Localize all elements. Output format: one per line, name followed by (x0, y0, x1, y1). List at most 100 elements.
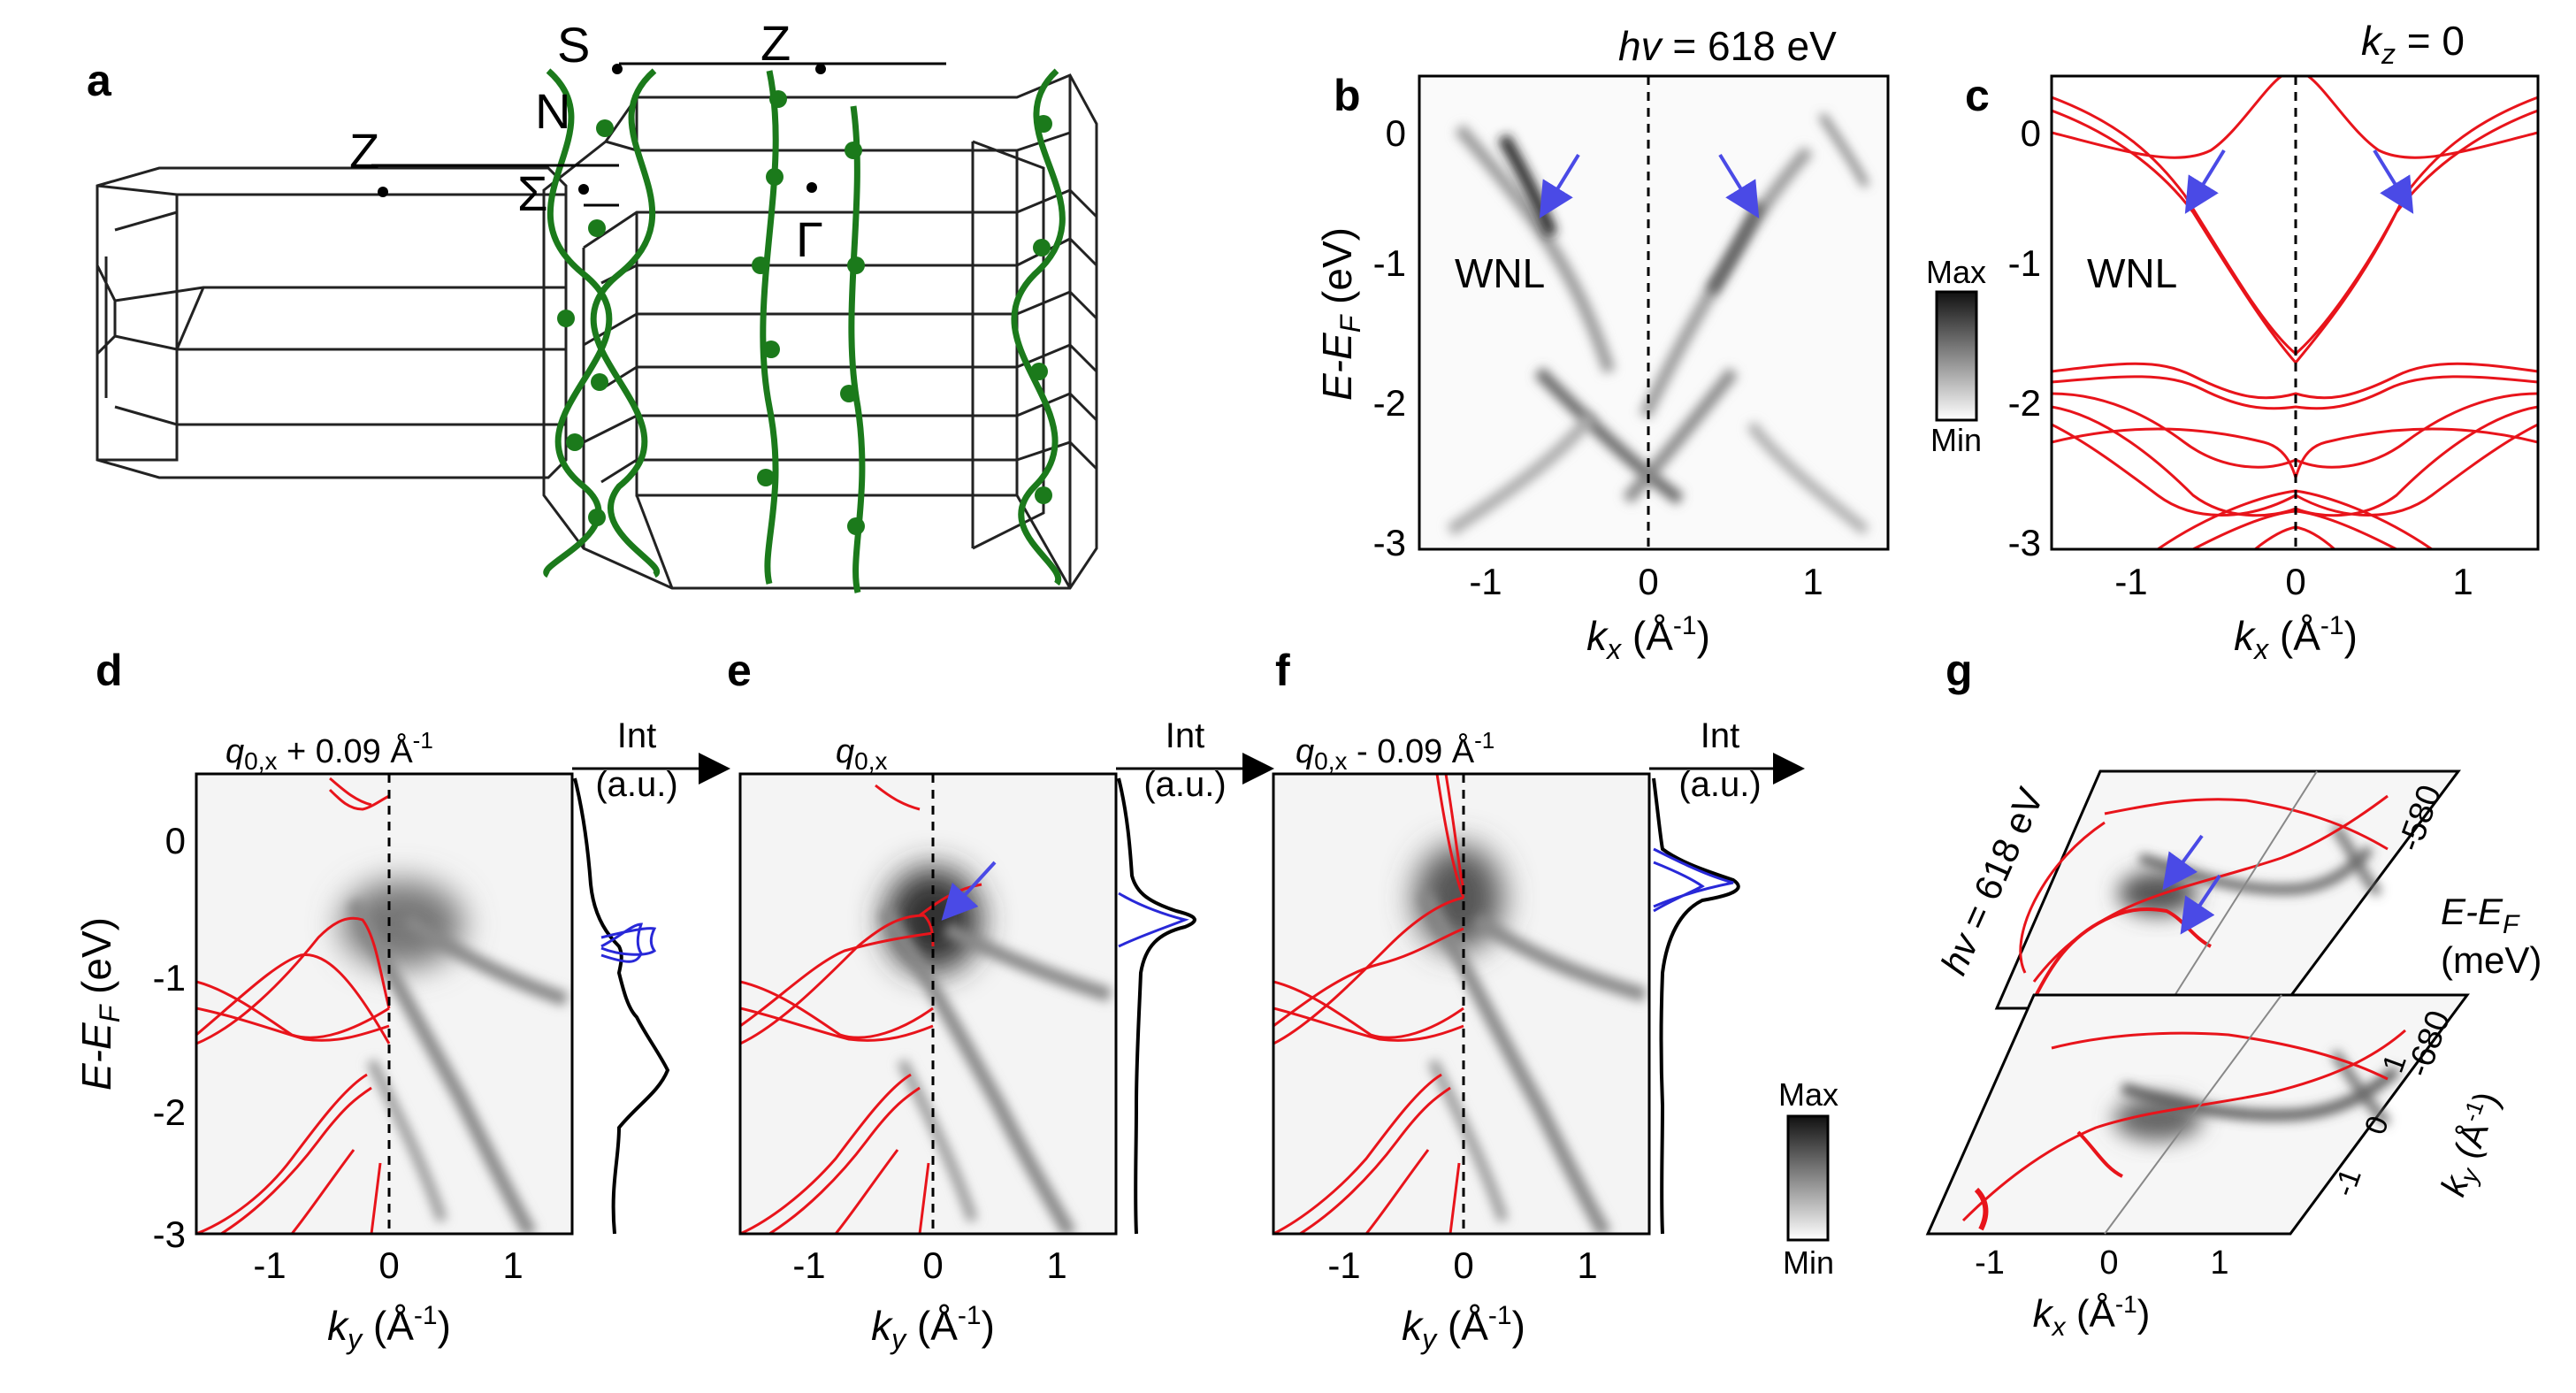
colorbar-top-max: Max (1926, 254, 1986, 290)
svg-text:1: 1 (2210, 1244, 2228, 1282)
svg-text:0: 0 (165, 820, 186, 861)
panel-d-intensity (196, 774, 572, 1234)
panel-b-xlabel: kx (Å-1) (1586, 611, 1710, 665)
panel-b-intensity (1419, 76, 1888, 549)
point-label-N: N (535, 83, 570, 139)
panel-e-intensity (740, 774, 1116, 1234)
panel-d-xlabel: ky (Å-1) (327, 1301, 451, 1355)
point-label-S: S (557, 17, 590, 73)
point-label-Z-top: Z (761, 15, 791, 71)
panel-f-intensity (1273, 774, 1649, 1234)
svg-text:-1: -1 (792, 1244, 825, 1286)
svg-text:-1: -1 (253, 1244, 286, 1286)
panel-f-edc: Int (a.u.) (1649, 716, 1805, 1235)
panel-c-xlabel: kx (Å-1) (2234, 611, 2358, 665)
panel-d-yticks: 0 -1 -2 -3 (153, 820, 186, 1255)
panel-d-calc-bands (196, 777, 391, 1234)
svg-text:-1: -1 (2008, 242, 2041, 284)
colorbar-top-min: Min (1930, 422, 1982, 458)
panel-b: WNL hv = 618 eV 0 -1 -2 -3 -1 0 1 kx (Å-… (1314, 23, 1890, 665)
svg-text:0: 0 (2021, 112, 2041, 154)
point-label-Z-left: Z (349, 123, 379, 179)
svg-text:1: 1 (1802, 561, 1823, 602)
panel-g-energy-unit: (meV) (2441, 939, 2542, 981)
panel-f: q0,x - 0.09 Å-1 Int (a.u.) -1 0 1 ky (Å-… (1272, 716, 1805, 1355)
panel-g-sheet-bottom (1925, 993, 2470, 1236)
colorbar-bottom-max: Max (1778, 1076, 1838, 1113)
panel-c-xticks: -1 0 1 (2114, 561, 2473, 602)
panel-letter-e: e (727, 646, 752, 695)
panel-d-edc: Int (a.u.) (572, 716, 730, 1235)
svg-text:-3: -3 (2008, 522, 2041, 563)
panel-e-edc-label-au: (a.u.) (1143, 765, 1226, 804)
panel-b-ylabel: E-EF (eV) (1314, 227, 1366, 401)
panel-b-wnl-label: WNL (1455, 250, 1545, 296)
svg-text:-1: -1 (1373, 242, 1406, 284)
svg-text:-1: -1 (1327, 1244, 1360, 1286)
panel-a-symmetry-points: S Z N Z Σ Γ (349, 15, 946, 267)
panel-c-wnl-label: WNL (2087, 250, 2177, 296)
panel-c: WNL kz = 0 0 -1 -2 -3 -1 0 1 kx (Å-1) (2008, 18, 2540, 665)
svg-text:-1: -1 (2114, 561, 2147, 602)
panel-letters: a b c d e f g (87, 56, 1990, 695)
panel-c-title: kz = 0 (2361, 18, 2465, 70)
panel-e-edc-label-int: Int (1166, 716, 1204, 755)
panel-letter-f: f (1275, 646, 1290, 695)
panel-letter-g: g (1945, 646, 1973, 695)
panel-e-xlabel: ky (Å-1) (871, 1301, 995, 1355)
panel-letter-d: d (96, 646, 123, 695)
panel-g-ylabel: ky (Å-1) (2431, 1086, 2511, 1203)
svg-text:1: 1 (1577, 1244, 1597, 1286)
panel-d-edc-label-int: Int (617, 716, 656, 755)
panel-d-edc-label-au: (a.u.) (595, 765, 677, 804)
panel-a-helix-points (557, 90, 1052, 535)
svg-text:-1: -1 (153, 957, 186, 999)
point-label-Sigma: Σ (517, 165, 548, 221)
svg-text:0: 0 (1638, 561, 1658, 602)
svg-text:1: 1 (502, 1244, 523, 1286)
panel-g-xticks: -1 0 1 (1975, 1244, 2228, 1282)
panel-e-calc-bands (740, 784, 982, 1234)
panel-d-cut-label: q0,x + 0.09 Å-1 (225, 727, 433, 775)
panel-letter-b: b (1334, 71, 1361, 120)
svg-text:0: 0 (1386, 112, 1406, 154)
svg-text:-3: -3 (153, 1213, 186, 1255)
panel-g-energy-label: E-EF (2441, 891, 2520, 939)
svg-text:-3: -3 (1373, 522, 1406, 563)
svg-text:0: 0 (378, 1244, 399, 1286)
panel-g: hv = 618 eV -580 -680 E-EF (meV) 1 0 -1 … (1925, 769, 2542, 1342)
panel-d: q0,x + 0.09 Å-1 Int (a.u.) 0 -1 -2 -3 -1… (73, 716, 730, 1355)
svg-text:0: 0 (2099, 1244, 2118, 1282)
panel-e-edc: Int (a.u.) (1116, 716, 1274, 1235)
panel-g-xlabel: kx (Å-1) (2033, 1290, 2151, 1342)
panel-a-brillouin-zones (96, 73, 1098, 590)
panel-e: q0,x Int (a.u.) -1 0 1 ky (Å-1) (738, 716, 1274, 1355)
point-label-Gamma: Γ (796, 211, 823, 267)
colorbar-bottom-min: Min (1783, 1244, 1834, 1281)
svg-text:-2: -2 (2008, 382, 2041, 424)
panel-b-yticks: 0 -1 -2 -3 (1373, 112, 1406, 563)
panel-letter-a: a (87, 56, 112, 105)
svg-text:-1: -1 (1975, 1244, 2005, 1282)
panel-b-title: hv = 618 eV (1618, 23, 1837, 69)
svg-text:0: 0 (2285, 561, 2305, 602)
panel-g-sheet-top (1994, 769, 2461, 1010)
panel-b-xticks: -1 0 1 (1469, 561, 1823, 602)
svg-text:-2: -2 (1373, 382, 1406, 424)
panel-f-xlabel: ky (Å-1) (1402, 1301, 1525, 1355)
svg-text:0: 0 (1453, 1244, 1473, 1286)
svg-text:-2: -2 (153, 1091, 186, 1133)
colorbar-top: Max Min (1926, 254, 1986, 458)
panel-f-calc-bands (1273, 774, 1465, 1234)
panel-f-edc-label-au: (a.u.) (1678, 765, 1761, 804)
svg-text:1: 1 (1046, 1244, 1066, 1286)
panel-letter-c: c (1965, 71, 1990, 120)
panel-e-cut-label: q0,x (836, 733, 888, 775)
panel-d-xticks: -1 0 1 (253, 1244, 523, 1286)
panel-f-cut-label: q0,x - 0.09 Å-1 (1296, 727, 1494, 775)
panel-f-edc-label-int: Int (1701, 716, 1739, 755)
panel-e-xticks: -1 0 1 (792, 1244, 1066, 1286)
svg-text:-1: -1 (1469, 561, 1502, 602)
colorbar-bottom: Max Min (1778, 1076, 1838, 1281)
